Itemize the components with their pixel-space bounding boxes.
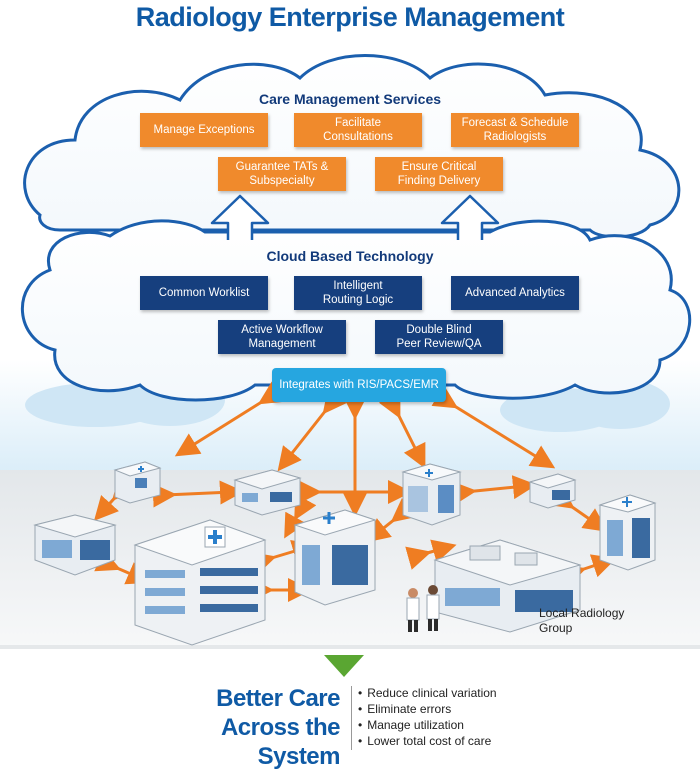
guarantee-tats-box: Guarantee TATs & Subspecialty [218,157,346,191]
benefit-list: Reduce clinical variation Eliminate erro… [358,685,497,749]
care-services-heading: Care Management Services [258,91,442,107]
manage-exceptions-box: Manage Exceptions [140,113,268,147]
hospital-building [293,509,377,606]
forecast-schedule-box: Forecast & Schedule Radiologists [451,113,579,147]
hospital-building [113,461,162,504]
page-title: Radiology Enterprise Management [135,2,565,32]
cloud-technology-heading: Cloud Based Technology [266,248,434,264]
list-item: Manage utilization [358,717,497,733]
list-item: Reduce clinical variation [358,685,496,701]
list-item: Lower total cost of care [358,733,497,749]
integrates-box: Integrates with RIS/PACS/EMR [272,368,446,402]
list-item: Eliminate errors [358,701,497,717]
better-care-line2: Across the System [220,714,341,770]
ensure-critical-box: Ensure Critical Finding Delivery [375,157,503,191]
hospital-building [598,494,657,571]
local-radiology-building [433,539,582,633]
doctor-figures [406,585,440,632]
local-radiology-label: Local Radiology Group [539,606,625,635]
hospital-building [133,519,267,646]
upward-arrows [210,194,500,240]
connection-arrows [93,381,617,602]
hospital-building [528,473,577,509]
double-blind-box: Double Blind Peer Review/QA [375,320,503,354]
intelligent-routing-box: Intelligent Routing Logic [294,276,422,310]
hospital-building [401,463,462,526]
hospital-building [33,514,117,576]
active-workflow-box: Active Workflow Management [218,320,346,354]
facilitate-consultations-box: Facilitate Consultations [294,113,422,147]
footer-divider [351,686,352,750]
better-care-line1: Better Care [216,685,340,712]
advanced-analytics-box: Advanced Analytics [451,276,579,310]
hospital-building [233,469,302,516]
green-down-arrow [324,655,364,677]
better-care-heading: Better Care Across the System [180,684,340,771]
buildings [33,461,657,646]
common-worklist-box: Common Worklist [140,276,268,310]
